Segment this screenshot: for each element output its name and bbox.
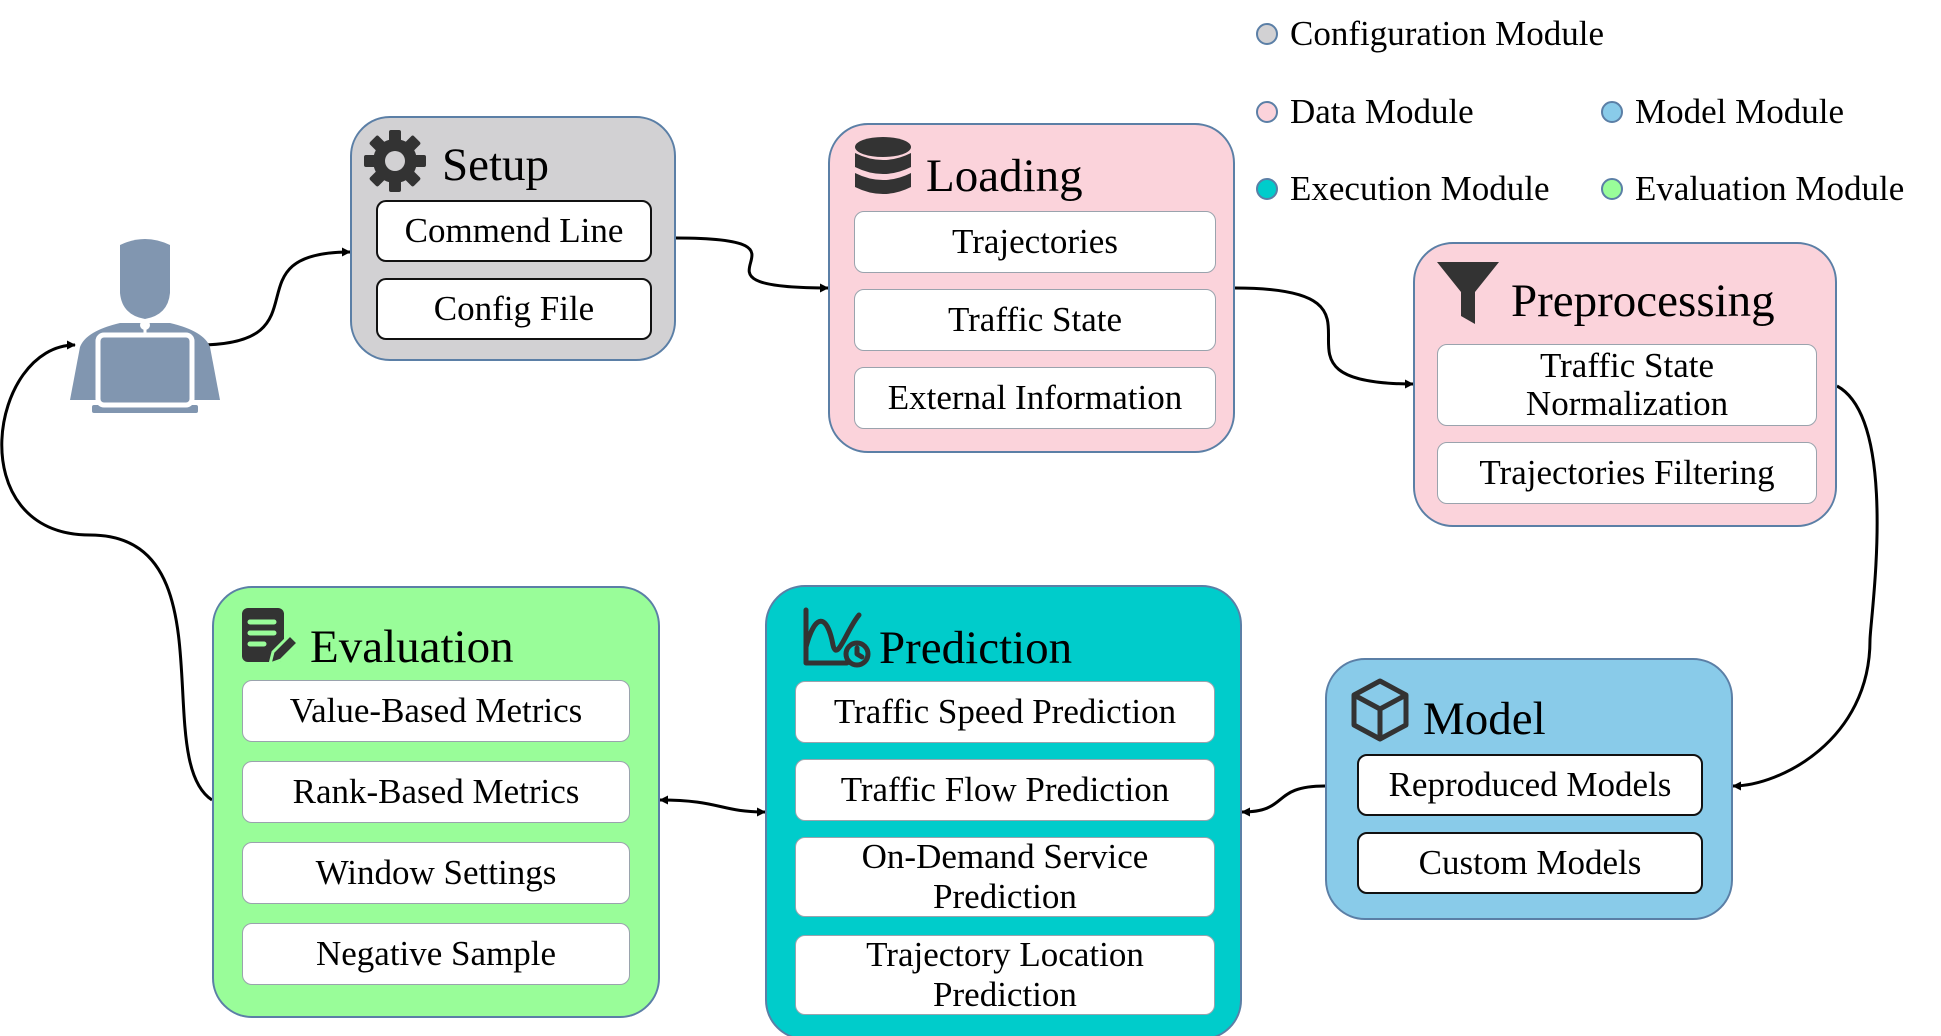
legend-execution-module: Execution Module bbox=[1256, 169, 1550, 209]
loading-item-trajectories: Trajectories bbox=[854, 211, 1216, 273]
model-module: Model Reproduced Models Custom Models bbox=[1325, 658, 1733, 920]
legend-label: Configuration Module bbox=[1290, 14, 1604, 53]
gear-icon bbox=[364, 130, 426, 192]
evaluation-module: Evaluation Value-Based Metrics Rank-Base… bbox=[212, 586, 660, 1018]
arrow-user-to-setup bbox=[197, 247, 351, 347]
prediction-item-trajectory-location: Trajectory Location Prediction bbox=[795, 935, 1215, 1015]
evaluation-item-window-settings: Window Settings bbox=[242, 842, 630, 904]
database-icon bbox=[855, 137, 911, 194]
cube-icon bbox=[1351, 678, 1409, 742]
evaluation-title: Evaluation bbox=[310, 621, 514, 673]
loading-title: Loading bbox=[926, 150, 1083, 202]
prediction-item-traffic-speed: Traffic Speed Prediction bbox=[795, 681, 1215, 743]
legend-dot-icon bbox=[1256, 101, 1278, 123]
model-item-reproduced-models: Reproduced Models bbox=[1357, 754, 1703, 816]
setup-module: Setup Commend Line Config File bbox=[350, 116, 676, 361]
prediction-item-on-demand-service: On-Demand Service Prediction bbox=[795, 837, 1215, 917]
setup-item-commend-line: Commend Line bbox=[376, 200, 652, 262]
chart-clock-icon bbox=[803, 607, 871, 668]
legend-label: Evaluation Module bbox=[1635, 169, 1905, 208]
legend-label: Model Module bbox=[1635, 92, 1845, 131]
user-laptop-icon bbox=[70, 239, 220, 413]
legend-model-module: Model Module bbox=[1601, 92, 1844, 132]
preprocessing-item-traffic-state-normalization: Traffic State Normalization bbox=[1437, 344, 1817, 426]
legend-dot-icon bbox=[1601, 101, 1623, 123]
prediction-item-traffic-flow: Traffic Flow Prediction bbox=[795, 759, 1215, 821]
loading-item-external-information: External Information bbox=[854, 367, 1216, 429]
evaluation-item-rank-based-metrics: Rank-Based Metrics bbox=[242, 761, 630, 823]
loading-module: Loading Trajectories Traffic State Exter… bbox=[828, 123, 1235, 453]
arrow-loading-to-preprocessing bbox=[1234, 286, 1414, 389]
evaluation-item-value-based-metrics: Value-Based Metrics bbox=[242, 680, 630, 742]
arrow-setup-to-loading bbox=[675, 236, 829, 293]
setup-title: Setup bbox=[442, 139, 550, 191]
preprocessing-title: Preprocessing bbox=[1511, 275, 1775, 327]
legend-label: Execution Module bbox=[1290, 169, 1550, 208]
legend-dot-icon bbox=[1256, 178, 1278, 200]
legend-label: Data Module bbox=[1290, 92, 1474, 131]
funnel-icon bbox=[1437, 262, 1499, 324]
evaluation-item-negative-sample: Negative Sample bbox=[242, 923, 630, 985]
legend-configuration-module: Configuration Module bbox=[1256, 14, 1604, 54]
preprocessing-module: Preprocessing Traffic State Normalizatio… bbox=[1413, 242, 1837, 527]
arrow-model-to-prediction bbox=[1241, 784, 1326, 817]
legend-dot-icon bbox=[1256, 23, 1278, 45]
model-item-custom-models: Custom Models bbox=[1357, 832, 1703, 894]
arrow-preprocessing-to-model bbox=[1732, 384, 1879, 791]
prediction-module: Prediction Traffic Speed Prediction Traf… bbox=[765, 585, 1242, 1036]
prediction-title: Prediction bbox=[879, 622, 1073, 674]
arrow-prediction-evaluation bbox=[659, 795, 766, 817]
legend-data-module: Data Module bbox=[1256, 92, 1474, 132]
setup-item-config-file: Config File bbox=[376, 278, 652, 340]
arrow-evaluation-to-user bbox=[0, 340, 213, 802]
legend-dot-icon bbox=[1601, 178, 1623, 200]
loading-item-traffic-state: Traffic State bbox=[854, 289, 1216, 351]
model-title: Model bbox=[1423, 693, 1546, 745]
document-edit-icon bbox=[242, 608, 298, 667]
legend-evaluation-module: Evaluation Module bbox=[1601, 169, 1904, 209]
preprocessing-item-trajectories-filtering: Trajectories Filtering bbox=[1437, 442, 1817, 504]
